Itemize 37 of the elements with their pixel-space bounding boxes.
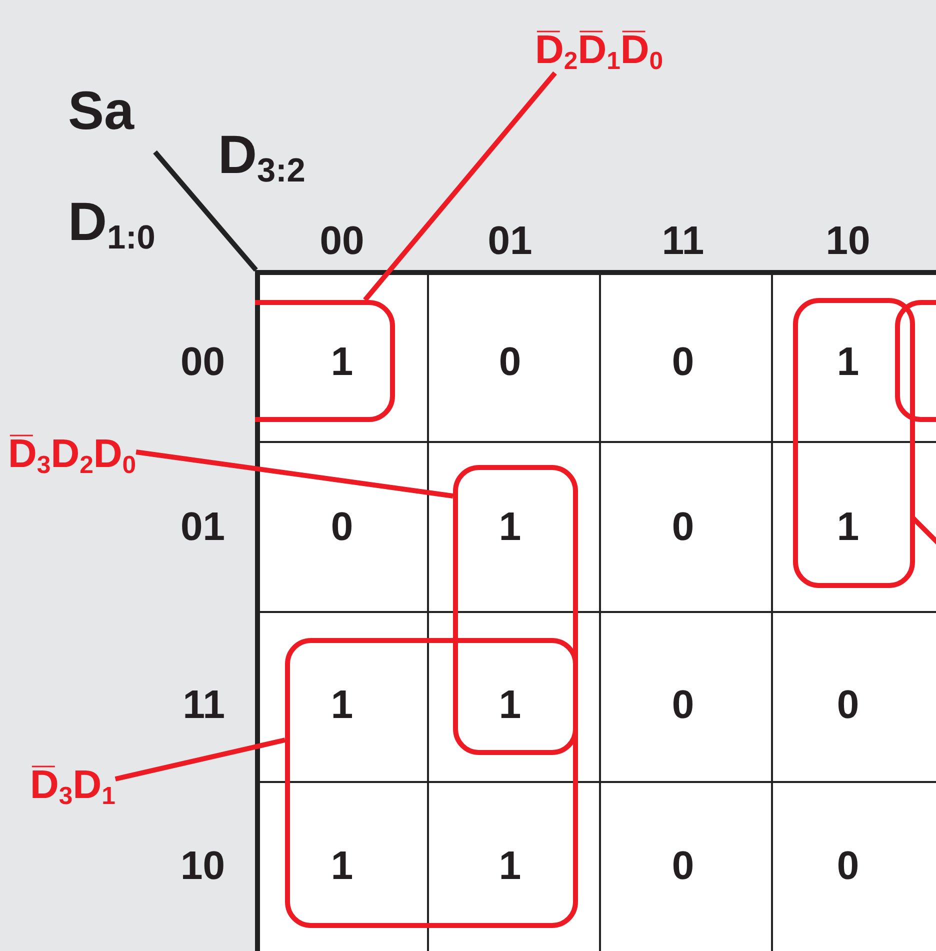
cell-value: 1 [498,685,522,725]
cell-value: 0 [498,342,522,382]
cell-value: 1 [836,507,860,547]
cell-value: 0 [836,685,860,725]
term-label: D̅$_{3}$D$_{2}$D$_{0}$ [8,434,136,479]
row-header: 00 [180,342,225,382]
cell-value: 1 [330,846,354,886]
leader-line [136,450,454,498]
leader-line [363,71,557,302]
row-variable-label: D$_{1:0}$ [68,195,156,255]
column-header: 00 [318,221,366,261]
grouping-loop [453,465,578,755]
row-header: 11 [182,685,225,725]
cell-value: 1 [330,685,354,725]
grouping-loop [255,300,395,422]
term-label: D̅$_{2}$D̅$_{1}$D̅$_{0}$ [535,30,664,75]
grouping-loop [793,298,915,588]
cell-value: 0 [670,507,696,547]
column-variable-label: D$_{3:2}$ [218,128,306,188]
cell-value: 0 [670,685,696,725]
map-output-label: Sa [68,84,134,138]
term-label: D̅$_{3}$D$_{1}$ [30,765,116,810]
cell-value: 0 [670,342,696,382]
cell-value: 1 [836,342,860,382]
row-header: 10 [180,846,225,886]
cell-value: 0 [836,846,860,886]
column-header: 01 [486,221,534,261]
cell-value: 0 [670,846,696,886]
leader-line [114,738,286,782]
cell-value: 0 [330,507,354,547]
grouping-loop [285,638,578,928]
cell-value: 1 [498,507,522,547]
cell-value: 1 [330,342,354,382]
column-header: 11 [660,221,706,261]
column-header: 10 [824,221,872,261]
row-header: 01 [180,507,225,547]
cell-value: 1 [498,846,522,886]
